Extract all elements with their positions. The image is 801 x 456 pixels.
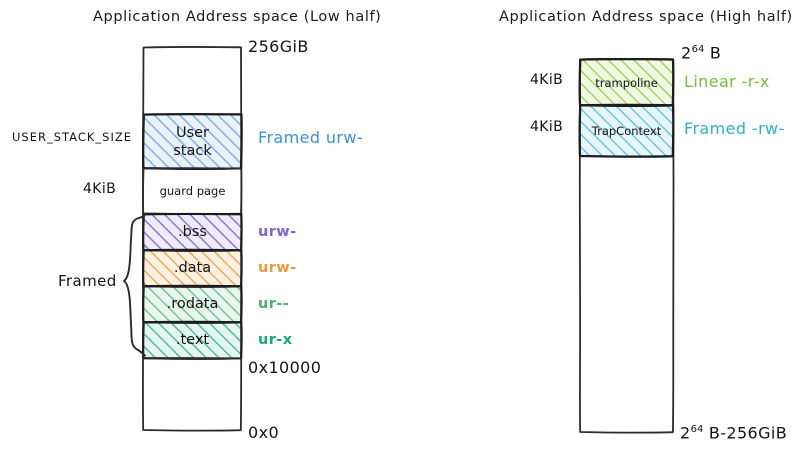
trampoline-size-label: 4KiB xyxy=(530,72,564,88)
guard-page-size-label: 4KiB xyxy=(83,181,117,197)
box-trapcontext xyxy=(578,103,675,158)
perm-label-data: urw- xyxy=(258,260,297,276)
region-label-rodata: .rodata xyxy=(166,296,219,312)
perm-label-user-stack: Framed urw- xyxy=(258,128,364,147)
right-top-address: 264 B xyxy=(681,44,721,63)
framed-brace xyxy=(123,215,146,357)
region-label-guard-page: guard page xyxy=(159,184,226,198)
right-top-address-tail: B xyxy=(704,43,722,63)
perm-label-rodata: ur-- xyxy=(258,296,290,312)
region-fill-trapcontext xyxy=(581,105,672,156)
region-fill-rodata xyxy=(144,286,241,322)
right-top-address-exponent: 64 xyxy=(691,44,705,55)
region-fill-user-stack xyxy=(144,114,241,168)
region-fill-text xyxy=(144,322,241,358)
left-mid-address: 0x10000 xyxy=(248,358,322,377)
perm-label-trampoline: Linear -r-x xyxy=(684,72,770,91)
trapcontext-size-label: 4KiB xyxy=(530,119,564,135)
region-label-user-stack: User stack xyxy=(144,116,241,168)
region-label-user-stack-line2: stack xyxy=(173,143,212,159)
right-bottom-address-tail: B-256GiB xyxy=(703,423,788,443)
region-label-bss: .bss xyxy=(178,224,207,240)
left-top-address: 256GiB xyxy=(248,37,309,56)
perm-label-text: ur-x xyxy=(258,332,293,348)
region-label-trampoline: trampoline xyxy=(595,76,658,90)
user-stack-size-label: USER_STACK_SIZE xyxy=(12,130,132,144)
right-bottom-address-base: 2 xyxy=(680,423,691,443)
left-bottom-address: 0x0 xyxy=(248,423,280,442)
region-fill-trampoline xyxy=(581,60,672,105)
region-label-user-stack-line1: User xyxy=(175,124,210,141)
left-address-column xyxy=(141,46,243,432)
region-label-trapcontext: TrapContext xyxy=(591,124,662,138)
right-address-column xyxy=(578,57,675,434)
right-bottom-address-exponent: 64 xyxy=(690,424,704,435)
region-label-data: .data xyxy=(173,260,212,276)
region-fill-data xyxy=(144,250,241,286)
framed-brace-label: Framed xyxy=(58,272,117,290)
region-fill-bss xyxy=(144,214,241,250)
left-panel-title: Application Address space (Low half) xyxy=(93,9,382,25)
right-bottom-address: 264 B-256GiB xyxy=(680,424,787,443)
perm-label-trapcontext: Framed -rw- xyxy=(684,119,785,138)
right-panel-title: Application Address space (High half) xyxy=(499,9,793,25)
right-top-address-base: 2 xyxy=(681,43,692,63)
perm-label-bss: urw- xyxy=(258,224,297,240)
region-label-text: .text xyxy=(175,332,210,348)
